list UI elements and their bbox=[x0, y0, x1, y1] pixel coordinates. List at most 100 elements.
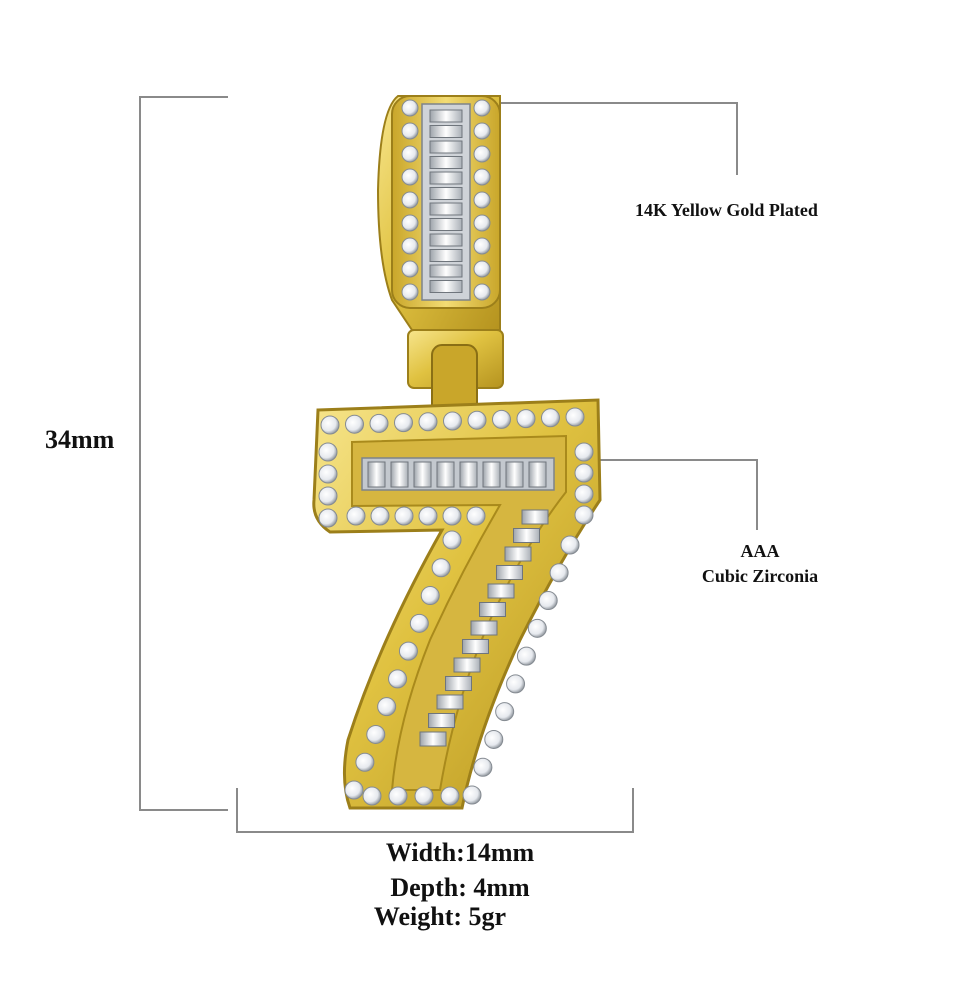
baguette-stone bbox=[479, 602, 506, 617]
round-stone bbox=[574, 442, 594, 462]
round-stone bbox=[355, 752, 375, 772]
round-stone bbox=[466, 506, 486, 526]
baguette-stone bbox=[429, 187, 463, 200]
round-stone bbox=[320, 415, 340, 435]
round-stone bbox=[473, 237, 491, 255]
round-stone bbox=[345, 414, 364, 434]
round-stone bbox=[443, 411, 462, 431]
round-stone bbox=[462, 785, 482, 805]
round-stone bbox=[527, 618, 547, 638]
round-stone bbox=[440, 786, 460, 806]
baguette-stone bbox=[445, 676, 472, 691]
baguette-stone bbox=[496, 565, 523, 580]
round-stone bbox=[538, 591, 558, 611]
number-seven-body bbox=[312, 398, 602, 810]
round-stone bbox=[401, 260, 419, 278]
baguette-stone bbox=[429, 125, 463, 138]
round-stone bbox=[484, 729, 504, 749]
stone-leader-line bbox=[548, 459, 758, 530]
round-stone bbox=[574, 505, 594, 525]
baguette-stone bbox=[482, 461, 501, 488]
round-stone bbox=[414, 786, 434, 806]
width-dimension-line bbox=[236, 788, 634, 833]
round-stone bbox=[388, 786, 408, 806]
baguette-stone bbox=[505, 461, 524, 488]
round-stone bbox=[467, 410, 487, 430]
round-stone bbox=[318, 508, 338, 528]
round-stone bbox=[401, 237, 419, 255]
round-stone bbox=[401, 168, 419, 186]
round-stone bbox=[495, 702, 515, 722]
baguette-stone bbox=[429, 264, 463, 278]
stone-type-label: Cubic Zirconia bbox=[701, 566, 819, 586]
baguette-stone bbox=[429, 140, 463, 154]
baguette-stone bbox=[419, 731, 447, 747]
round-stone bbox=[366, 724, 386, 744]
round-stone bbox=[401, 122, 419, 140]
baguette-stone bbox=[470, 620, 498, 636]
baguette-stone bbox=[453, 657, 481, 673]
round-stone bbox=[516, 409, 536, 429]
round-stone bbox=[574, 463, 594, 483]
baguette-stone bbox=[513, 528, 540, 543]
baguette-stone bbox=[367, 461, 386, 488]
baguette-stone bbox=[487, 583, 515, 599]
round-stone bbox=[473, 191, 491, 209]
round-stone bbox=[492, 409, 511, 429]
plating-label: 14K Yellow Gold Plated bbox=[635, 200, 818, 220]
baguette-stone bbox=[429, 202, 463, 216]
baguette-stone bbox=[428, 713, 455, 728]
dimension-lines bbox=[139, 96, 758, 833]
baguette-stone bbox=[429, 171, 463, 185]
baguette-stone bbox=[436, 694, 464, 710]
baguette-stone bbox=[429, 218, 463, 231]
round-stone bbox=[541, 408, 560, 428]
round-stone bbox=[369, 413, 389, 433]
round-stone bbox=[420, 586, 440, 606]
round-stone bbox=[394, 413, 413, 433]
round-stone bbox=[549, 563, 569, 583]
baguette-stone bbox=[429, 233, 463, 247]
round-stone bbox=[442, 530, 462, 550]
round-stone bbox=[473, 145, 491, 163]
round-stone bbox=[473, 214, 491, 232]
baguette-stone bbox=[413, 461, 432, 488]
round-stone bbox=[362, 786, 382, 806]
round-stone bbox=[473, 757, 493, 777]
round-stone bbox=[431, 558, 451, 578]
round-stone bbox=[473, 283, 491, 301]
plating-leader-line bbox=[478, 102, 738, 175]
height-label: 34mm bbox=[45, 425, 115, 454]
round-stone bbox=[401, 214, 419, 232]
baguette-stone bbox=[436, 461, 455, 488]
round-stone bbox=[473, 99, 491, 117]
round-stone bbox=[318, 464, 338, 484]
baguette-stone bbox=[528, 461, 547, 488]
baguette-stone bbox=[504, 546, 532, 562]
pendant-bail bbox=[376, 95, 504, 416]
round-stone bbox=[442, 506, 462, 526]
round-stone bbox=[418, 412, 438, 432]
baguette-stone bbox=[462, 639, 489, 654]
round-stone bbox=[377, 697, 397, 717]
baguette-stone bbox=[429, 280, 463, 293]
baguette-stone bbox=[429, 156, 463, 169]
round-stone bbox=[409, 613, 429, 633]
round-stone bbox=[344, 780, 364, 800]
round-stone bbox=[401, 99, 419, 117]
round-stone bbox=[473, 260, 491, 278]
round-stone bbox=[473, 122, 491, 140]
weight-label: Weight: 5gr bbox=[373, 902, 507, 931]
round-stone bbox=[418, 506, 438, 526]
baguette-stone bbox=[429, 109, 463, 123]
stone-grade-label: AAA bbox=[740, 541, 780, 561]
round-stone bbox=[370, 506, 390, 526]
round-stone bbox=[565, 407, 585, 427]
height-dimension-line bbox=[139, 96, 228, 811]
round-stone bbox=[506, 674, 526, 694]
round-stone bbox=[318, 486, 338, 506]
round-stone bbox=[401, 191, 419, 209]
round-stone bbox=[574, 484, 594, 504]
